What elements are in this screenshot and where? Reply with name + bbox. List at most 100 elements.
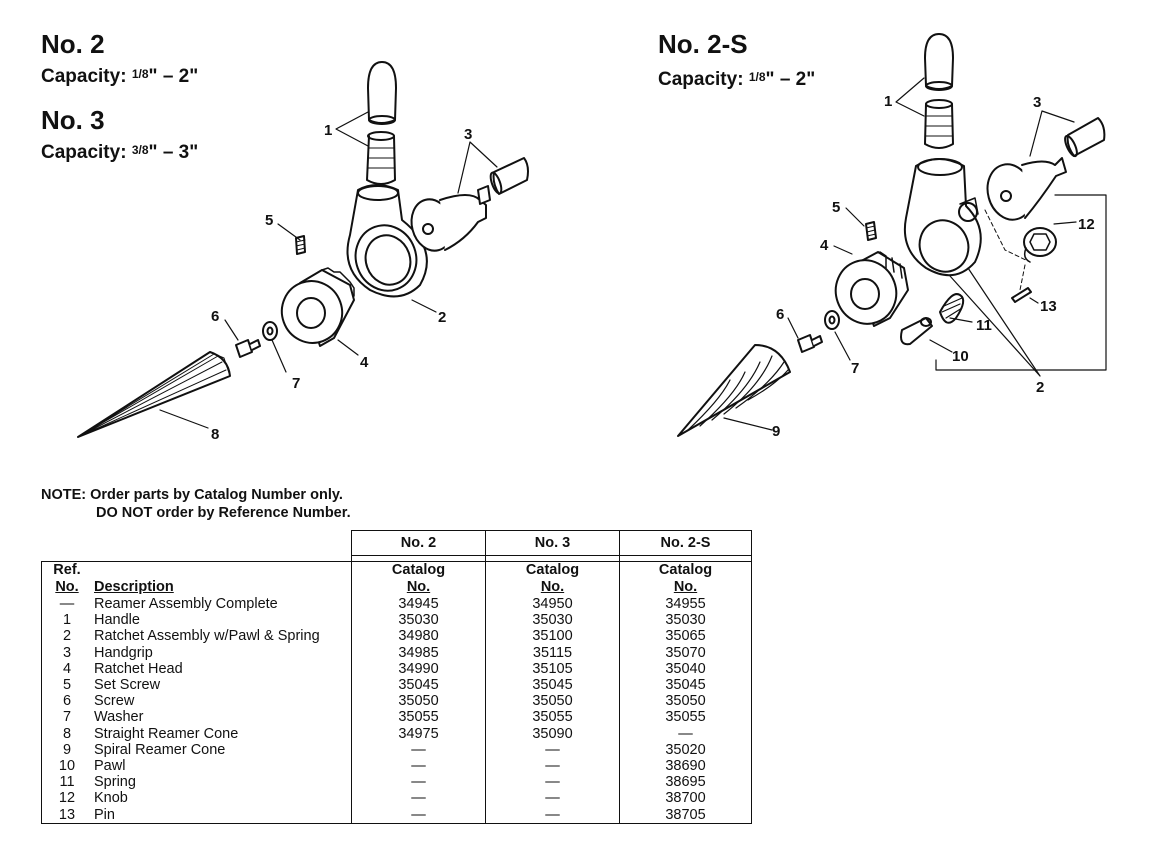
washer-part-icon bbox=[824, 310, 840, 330]
callout-1: 1 bbox=[324, 122, 332, 139]
description-cell: Washer bbox=[92, 709, 352, 726]
ref-no-label: No. bbox=[55, 579, 79, 595]
catalog-no2s-cell: 38690 bbox=[619, 758, 752, 775]
catalog-label: Catalog bbox=[391, 562, 446, 578]
capacity-range: " – 2" bbox=[765, 69, 816, 90]
ref-label: Ref. bbox=[53, 562, 81, 578]
handle-part-icon bbox=[366, 61, 397, 185]
capacity-frac-den: 8 bbox=[141, 67, 149, 81]
description-cell: Ratchet Assembly w/Pawl & Spring bbox=[92, 628, 352, 645]
model-title-no2: No. 2 bbox=[41, 29, 105, 59]
catalog-no2s-cell: 35045 bbox=[619, 677, 752, 694]
description-label: Description bbox=[94, 579, 174, 595]
description-cell: Set Screw bbox=[92, 677, 352, 694]
ref-cell: 3 bbox=[41, 644, 92, 661]
washer-part-icon bbox=[262, 321, 278, 341]
description-cell: Handle bbox=[92, 612, 352, 629]
callout-3: 3 bbox=[1033, 94, 1041, 111]
capacity-label: Capacity: bbox=[41, 142, 127, 163]
catalog-no2-cell: 35045 bbox=[351, 677, 486, 694]
catalog-no-label: No. bbox=[673, 579, 698, 595]
capacity-frac-num: 3 bbox=[131, 143, 139, 157]
screw-part-icon bbox=[797, 334, 823, 353]
catalog-no2s-cell: 35070 bbox=[619, 644, 752, 661]
parts-table: No. 2 No. 3 No. 2-S Ref. No. Description… bbox=[41, 530, 752, 824]
callout-13: 13 bbox=[1040, 298, 1057, 315]
set-screw-part-icon bbox=[295, 235, 306, 255]
callout-5: 5 bbox=[832, 199, 840, 216]
catalog-no2s-cell: 35065 bbox=[619, 628, 752, 645]
callout-7: 7 bbox=[851, 360, 859, 377]
callout-10: 10 bbox=[952, 348, 969, 365]
ratchet-head-part-icon bbox=[834, 251, 909, 327]
right-leader-lines bbox=[723, 77, 1077, 431]
description-cell: Pin bbox=[92, 806, 352, 824]
catalog-no2s-cell: 35040 bbox=[619, 660, 752, 678]
ref-cell: 8 bbox=[41, 725, 92, 742]
description-cell: Spring bbox=[92, 774, 352, 791]
catalog-no3-cell: 35105 bbox=[485, 660, 620, 678]
capacity-no3: Capacity: 3/8" – 3" bbox=[41, 142, 199, 163]
model-header-row: No. 2 No. 3 No. 2-S bbox=[42, 530, 752, 556]
catalog-label: Catalog bbox=[525, 562, 580, 578]
ref-cell: 13 bbox=[41, 806, 92, 824]
model-title-no3: No. 3 bbox=[41, 105, 105, 135]
set-screw-part-icon bbox=[865, 221, 877, 241]
ref-cell: 6 bbox=[41, 693, 92, 710]
catalog-no-label: No. bbox=[406, 579, 431, 595]
ratchet-assembly-part-icon bbox=[346, 184, 428, 298]
capacity-label: Capacity: bbox=[658, 69, 744, 90]
catalog-no2s-cell: 35055 bbox=[619, 709, 752, 726]
catalog-no2s-cell: 35050 bbox=[619, 693, 752, 710]
callout-2: 2 bbox=[438, 309, 446, 326]
catalog-no2s-cell: 38705 bbox=[619, 806, 752, 824]
ref-cell: — bbox=[41, 596, 92, 613]
capacity-range: " – 3" bbox=[148, 142, 199, 163]
callout-11: 11 bbox=[976, 317, 992, 334]
capacity-frac-num: 1 bbox=[748, 70, 756, 84]
ratchet-assembly-part-icon bbox=[904, 158, 982, 277]
catalog-no2-cell: — bbox=[351, 741, 486, 759]
description-cell: Straight Reamer Cone bbox=[92, 725, 352, 742]
straight-reamer-cone-part-icon bbox=[77, 351, 231, 438]
catalog-no3-cell: 35100 bbox=[485, 628, 620, 645]
model-title-no2s: No. 2-S bbox=[658, 29, 748, 59]
ref-cell: 2 bbox=[41, 628, 92, 645]
order-note-line1: NOTE: Order parts by Catalog Number only… bbox=[41, 487, 343, 503]
catalog-no3-cell: 35055 bbox=[485, 709, 620, 726]
handgrip-part-icon bbox=[986, 117, 1106, 221]
catalog-no2s-cell: 38700 bbox=[619, 790, 752, 807]
catalog-no2s-cell: — bbox=[619, 725, 752, 742]
exploded-parts-diagram: 1 2 3 4 5 6 7 8 bbox=[77, 33, 1107, 443]
col-header-no2s: No. 2-S bbox=[619, 530, 752, 556]
catalog-no3-cell: 35090 bbox=[485, 725, 620, 742]
catalog-no3-cell: 35050 bbox=[485, 693, 620, 710]
catalog-no3-cell: — bbox=[485, 758, 620, 775]
catalog-no2-cell: 35055 bbox=[351, 709, 486, 726]
col-header-no2: No. 2 bbox=[351, 530, 486, 556]
capacity-frac-den: 8 bbox=[758, 70, 766, 84]
ref-cell: 9 bbox=[41, 741, 92, 759]
ref-cell: 12 bbox=[41, 790, 92, 807]
description-cell: Spiral Reamer Cone bbox=[92, 741, 352, 759]
catalog-no3-cell: — bbox=[485, 774, 620, 791]
callout-9: 9 bbox=[772, 423, 780, 440]
pin-part-icon bbox=[1011, 287, 1032, 303]
catalog-no3-cell: — bbox=[485, 806, 620, 824]
description-cell: Pawl bbox=[92, 758, 352, 775]
catalog-no3-cell: 35045 bbox=[485, 677, 620, 694]
catalog-no2-cell: — bbox=[351, 774, 486, 791]
catalog-no2-cell: 35050 bbox=[351, 693, 486, 710]
description-cell: Ratchet Head bbox=[92, 660, 352, 678]
catalog-no2-cell: — bbox=[351, 790, 486, 807]
